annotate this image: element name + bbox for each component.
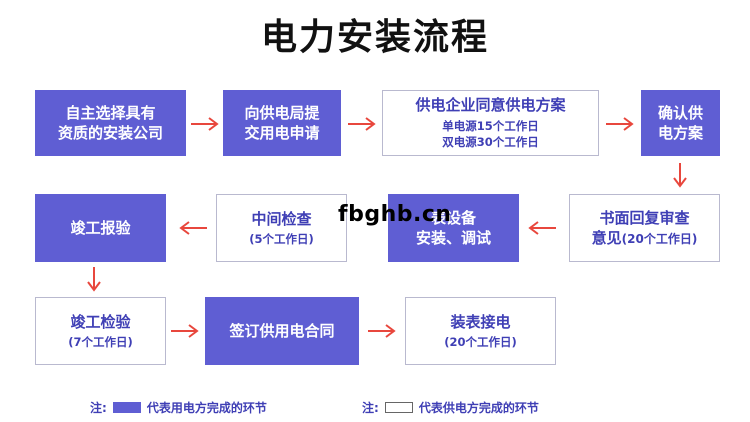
legend-supplier-steps: 注: 代表供电方完成的环节 xyxy=(362,399,539,416)
step-supply-plan-approval: 供电企业同意供电方案 单电源15个工作日 双电源30个工作日 xyxy=(382,90,599,156)
legend-label: 代表用电方完成的环节 xyxy=(146,401,267,415)
step-line: 竣工报验 xyxy=(70,218,131,237)
step-line: 安装、调试 xyxy=(415,229,491,247)
legend-prefix: 注: xyxy=(90,401,107,415)
step-line: 供电企业同意供电方案 xyxy=(415,96,566,115)
step-line: 向供电局提 xyxy=(244,103,320,122)
arrow-left-icon xyxy=(528,221,556,235)
step-completion-report: 竣工报验 xyxy=(35,194,166,262)
filled-swatch-icon xyxy=(112,402,141,413)
arrow-down-icon xyxy=(673,163,687,188)
step-sign-contract: 签订供用电合同 xyxy=(205,297,359,365)
arrow-right-icon xyxy=(368,324,396,338)
legend-prefix: 注: xyxy=(362,401,379,415)
arrow-left-icon xyxy=(179,221,207,235)
step-line: 表设备 xyxy=(430,208,476,227)
step-line-part: 意见 xyxy=(591,229,622,247)
arrow-right-icon xyxy=(348,117,376,131)
legend-label: 代表供电方完成的环节 xyxy=(418,401,539,415)
step-line: 资质的安装公司 xyxy=(57,124,163,142)
step-line: 交用电申请 xyxy=(244,124,320,142)
step-meter-connection: 装表接电 (20个工作日) xyxy=(405,297,556,365)
step-duration: (20个工作日) xyxy=(444,334,517,349)
step-line: 意见(20个工作日) xyxy=(592,228,698,248)
step-completion-inspection: 竣工检验 (7个工作日) xyxy=(35,297,166,365)
arrow-down-icon xyxy=(87,267,101,292)
step-choose-installer: 自主选择具有 资质的安装公司 xyxy=(35,90,186,156)
step-submit-application: 向供电局提 交用电申请 xyxy=(223,90,341,156)
arrow-right-icon xyxy=(606,117,634,131)
step-equipment-install: 表设备 安装、调试 xyxy=(388,194,519,262)
step-duration: (20个工作日) xyxy=(621,232,698,246)
outline-swatch-icon xyxy=(384,402,413,413)
step-confirm-plan: 确认供 电方案 xyxy=(641,90,720,156)
step-line: 中间检查 xyxy=(251,209,312,228)
step-duration: 双电源30个工作日 xyxy=(442,135,539,150)
step-duration: 单电源15个工作日 xyxy=(442,118,539,133)
step-duration: (5个工作日) xyxy=(249,231,314,246)
step-line: 签订供用电合同 xyxy=(229,321,335,340)
step-line: 装表接电 xyxy=(450,312,511,331)
arrow-right-icon xyxy=(171,324,199,338)
page-title: 电力安装流程 xyxy=(260,17,489,58)
step-line: 竣工检验 xyxy=(70,312,131,331)
legend-user-steps: 注: 代表用电方完成的环节 xyxy=(90,399,267,416)
step-midway-inspection: 中间检查 (5个工作日) xyxy=(216,194,347,262)
step-line: 确认供 xyxy=(657,103,703,122)
watermark-text: fbghb.cn xyxy=(338,202,452,227)
step-line: 自主选择具有 xyxy=(65,103,156,122)
step-line: 电方案 xyxy=(657,124,703,142)
arrow-right-icon xyxy=(191,117,219,131)
step-line: 书面回复审查 xyxy=(599,208,690,227)
step-duration: (7个工作日) xyxy=(68,334,133,349)
step-written-review: 书面回复审查 意见(20个工作日) xyxy=(569,194,720,262)
